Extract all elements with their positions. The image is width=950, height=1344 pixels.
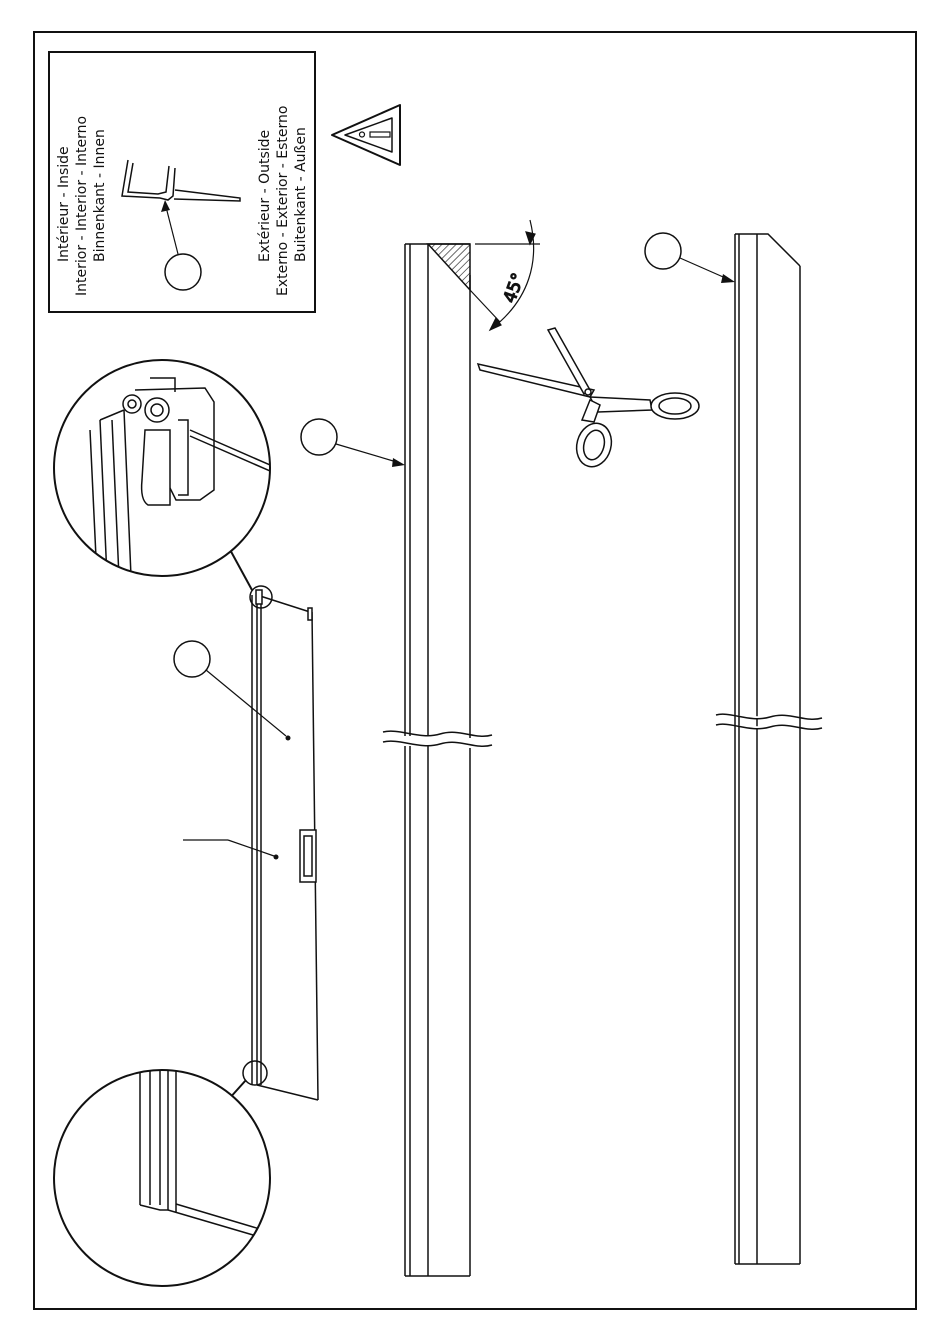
scissors-icon — [478, 328, 699, 471]
legend-inside-line3: Binnenkant - Innen — [92, 129, 108, 262]
callout-right-strip — [645, 233, 735, 283]
callout-circle-legend — [165, 254, 201, 290]
angle-dimension: 45° — [470, 220, 540, 330]
legend-inside-line1: Intérieur - Inside — [56, 146, 72, 262]
angle-label: 45° — [500, 271, 529, 306]
door-panel — [243, 586, 318, 1100]
legend-inside-line2: Interior - Interior - Interno — [74, 116, 90, 296]
detail-view-hinge — [54, 360, 270, 600]
legend-outside-line3: Buitenkant - Außen — [293, 127, 309, 262]
leader-door-glass — [183, 840, 279, 860]
profile-strip-right — [716, 234, 822, 1264]
detail-view-bottom-corner — [54, 1070, 270, 1286]
legend-outside-line1: Extérieur - Outside — [257, 130, 273, 262]
legend-box: Intérieur - Inside Interior - Interior -… — [49, 52, 315, 312]
warning-triangle-icon — [332, 105, 400, 165]
legend-outside-line2: Externo - Exterior - Esterno — [275, 106, 291, 296]
profile-strip-left — [383, 244, 492, 1276]
callout-door-panel — [174, 641, 291, 741]
callout-left-strip — [301, 419, 405, 467]
